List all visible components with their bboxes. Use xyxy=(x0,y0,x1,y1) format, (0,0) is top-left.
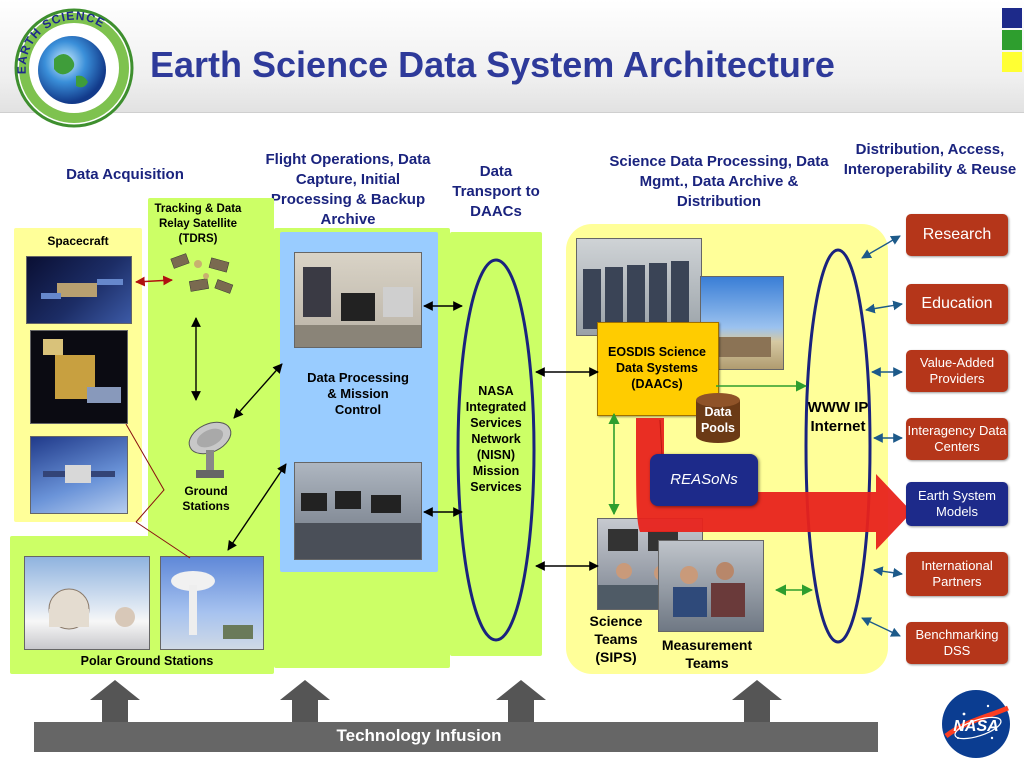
infusion-up-arrows xyxy=(90,680,782,724)
science-teams-label: Science Teams (SIPS) xyxy=(589,613,643,665)
header-flight-operations: Flight Operations, Data Capture, Initial… xyxy=(265,151,431,228)
reasons-box xyxy=(650,454,758,506)
technology-infusion-label: Technology Infusion xyxy=(336,726,502,745)
technology-infusion-bar xyxy=(34,722,878,752)
measurement-teams-photo xyxy=(658,540,764,632)
polar-ground-stations-label: Polar Ground Stations xyxy=(80,654,214,668)
header-data-transport: Data Transport to DAACs xyxy=(452,163,540,220)
output-earth-system-models[interactable]: Earth System Models xyxy=(906,482,1008,526)
output-international-partners[interactable]: International Partners xyxy=(906,552,1008,596)
nasa-logo-text: NASA xyxy=(953,718,998,735)
www-label: WWW IP Internet xyxy=(807,399,869,435)
output-label: Interagency Data Centers xyxy=(907,423,1007,454)
data-pools-icon xyxy=(694,392,742,444)
header-distribution-access: Distribution, Access, Interoperability &… xyxy=(843,141,1017,178)
spacecraft-photo-1 xyxy=(26,256,132,324)
output-education[interactable]: Education xyxy=(906,284,1008,324)
tdrs-satellites-icon xyxy=(168,250,240,300)
polar-station-photo-1 xyxy=(24,556,150,650)
data-processing-label: Data Processing & Mission Control xyxy=(307,370,409,417)
output-label: Earth System Models xyxy=(917,488,997,519)
transport-green-panel xyxy=(450,232,542,656)
output-label: International Partners xyxy=(921,558,993,589)
polar-processing-arrow xyxy=(227,463,287,551)
header-data-acquisition: Data Acquisition xyxy=(66,166,184,183)
output-label: Research xyxy=(922,226,992,243)
ground-processing-arrow xyxy=(233,363,283,419)
header-science-data-processing: Science Data Processing, Data Mgmt., Dat… xyxy=(609,153,829,210)
datacenter-photo-1 xyxy=(576,238,702,336)
red-flow-arrow xyxy=(636,418,912,550)
spacecraft-photo-2 xyxy=(30,330,128,424)
control-room-photo-1 xyxy=(294,252,422,348)
spacecraft-tdrs-arrow xyxy=(135,275,173,287)
header-band xyxy=(0,0,1024,113)
ground-stations-label: Ground Stations xyxy=(182,484,230,513)
tdrs-label: Tracking & Data Relay Satellite (TDRS) xyxy=(154,203,242,245)
spacecraft-label: Spacecraft xyxy=(47,234,109,248)
eosdis-label: EOSDIS Science Data Systems (DAACs) xyxy=(608,345,706,391)
color-squares xyxy=(1002,8,1022,72)
data-pools-label: Data Pools xyxy=(700,405,736,435)
output-label: Education xyxy=(921,295,993,312)
spacecraft-photo-3 xyxy=(30,436,128,514)
measurement-teams-label: Measurement Teams xyxy=(661,637,753,671)
earth-science-logo: EARTH SCIENCE xyxy=(4,4,142,128)
nisn-ellipse xyxy=(456,258,536,642)
output-benchmarking-dss[interactable]: Benchmarking DSS xyxy=(906,622,1008,664)
polar-station-photo-2 xyxy=(160,556,264,650)
reasons-label: REASoNs xyxy=(670,471,738,488)
output-value-added-providers[interactable]: Value-Added Providers xyxy=(906,350,1008,392)
ground-station-dish-icon xyxy=(180,414,240,480)
output-interagency-data-centers[interactable]: Interagency Data Centers xyxy=(906,418,1008,460)
www-ellipse xyxy=(804,248,872,644)
output-label: Benchmarking DSS xyxy=(915,627,999,658)
output-label: Value-Added Providers xyxy=(919,355,995,386)
nisn-label: NASA Integrated Services Network (NISN) … xyxy=(465,384,527,494)
control-room-photo-2 xyxy=(294,462,422,560)
nasa-logo: NASA xyxy=(940,688,1012,760)
page-title: Earth Science Data System Architecture xyxy=(150,44,835,85)
output-research[interactable]: Research xyxy=(906,214,1008,256)
